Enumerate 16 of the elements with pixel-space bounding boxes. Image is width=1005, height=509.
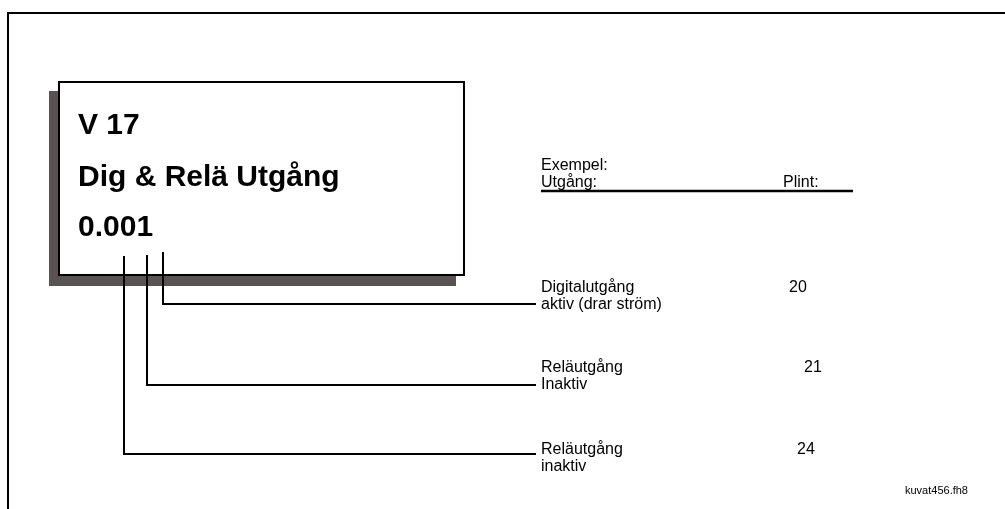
output-description: Digitalutgång aktiv (drar ström) (540, 278, 663, 312)
terminal-number: 21 (804, 358, 822, 375)
display-text: Dig & Relä Utgång (78, 159, 340, 193)
leader-line (123, 255, 537, 455)
output-description: Reläutgång inaktiv (540, 440, 624, 474)
terminal-number: 20 (789, 278, 807, 295)
display-text: V 17 (78, 107, 140, 141)
heading-text: Exempel: (541, 156, 608, 173)
output-description: Reläutgång Inaktiv (540, 358, 624, 392)
column-header: Plint: (783, 173, 819, 190)
terminal-number: 24 (797, 440, 815, 457)
file-name: kuvat456.fh8 (905, 483, 968, 498)
display-text: 0.001 (78, 209, 154, 243)
leader-line (162, 251, 537, 305)
leader-line (146, 254, 537, 386)
column-header: Utgång: (541, 173, 598, 190)
